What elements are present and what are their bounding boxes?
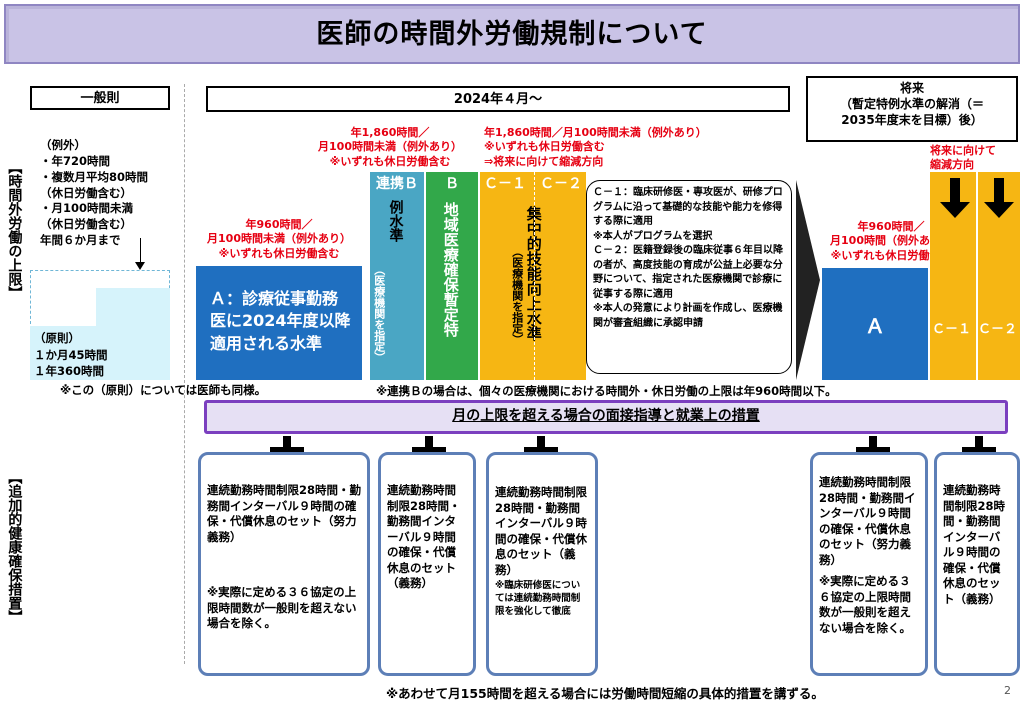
page-title: 医師の時間外労働規制について (316, 19, 708, 50)
general-bar-short (30, 326, 96, 380)
card-c: 連続勤務時間制限28時間・勤務間インターバル９時間の確保・代償休息のセット（義務… (486, 452, 598, 676)
title-bar: 医師の時間外労働規制について (4, 4, 1020, 64)
future-header: 将来 （暫定特例水準の解消（＝ 2035年度末を目標）後） (806, 76, 1018, 142)
general-bar-tall (96, 288, 170, 380)
card-future-c: 連続勤務時間制限28時間・勤務間インターバル９時間の確保・代償休息のセット（義務… (934, 452, 1020, 676)
card-b: 連続勤務時間制限28時間・勤務間インターバル９時間の確保・代償休息のセット（義務… (378, 452, 476, 676)
card-a-note: ※実際に定める３６協定の上限時間数が一般則を超えない場合を除く。 (207, 585, 357, 631)
transition-arrow-icon (796, 180, 820, 380)
principle-text: （原則） １か月45時間 １年360時間 (34, 331, 108, 379)
a-limit-text: 年960時間／ 月100時間未満（例外あり） ※いずれも休日労働含む (207, 218, 351, 260)
renkei-b-sub: （医療機関を指定） (372, 264, 386, 363)
b-vertical: 地域医療確保暫定特 (441, 202, 460, 337)
c-vertical: 集中的技能向上水準 (524, 206, 543, 341)
plus-icon (856, 436, 890, 466)
page-number: 2 (1004, 684, 1011, 697)
down-arrow-icon (984, 202, 1014, 218)
down-arrow-2-shaft (994, 178, 1004, 202)
interview-measures-bar: 月の上限を超える場合の面接指導と就業上の措置 (204, 400, 1008, 434)
plus-icon (270, 436, 304, 466)
b-box: Ｂ 地域医療確保暫定特 (426, 172, 478, 380)
upper-limit-label: 【時間外労働の上限】 (6, 160, 23, 300)
future-reduce-text: 将来に向けて 縮減方向 (930, 144, 996, 172)
c-divider (534, 172, 535, 380)
bottom-note: ※あわせて月155時間を超える場合には労働時間短縮の具体的措置を講ずる。 (386, 686, 824, 701)
future-a-limit: 年960時間／ 月100時間（例外あり） ※いずれも休日労働含む (830, 220, 952, 262)
period-2024-header: 2024年４月～ (206, 86, 790, 112)
additional-measures-label: 【追加的健康確保措置】 (6, 470, 23, 624)
card-future-a: 連続勤務時間制限28時間・勤務間インターバル９時間の確保・代償休息のセット（努力… (810, 452, 928, 676)
card-c-note: ※臨床研修医については連続勤務時間制限を強化して徹底 (495, 580, 581, 617)
card-a: 連続勤務時間制限28時間・勤務間インターバル９時間の確保・代償休息のセット（努力… (198, 452, 370, 676)
plus-icon (524, 436, 558, 466)
card-b-text: 連続勤務時間制限28時間・勤務間インターバル９時間の確保・代償休息のセット（義務… (387, 483, 461, 591)
card-future-c-text: 連続勤務時間制限28時間・勤務間インターバル９時間の確保・代償休息のセット（義務… (943, 483, 1006, 606)
renkei-note: ※連携Ｂの場合は、個々の医療機関における時間外・休日労働の上限は年960時間以下… (376, 384, 837, 398)
b-label: Ｂ (445, 176, 459, 192)
general-rule-header: 一般則 (30, 86, 170, 110)
arrow-line (140, 238, 141, 268)
c-box: Ｃ－１ Ｃ－２ 集中的技能向上水準 （医療機関を指定） (480, 172, 586, 380)
principle-note: ※この（原則）については医師も同様。 (60, 383, 267, 397)
renkei-b-vertical: 例水準 (387, 200, 404, 242)
renkei-b-label: 連携Ｂ (376, 176, 418, 192)
plus-icon (962, 436, 996, 466)
plus-icon (412, 436, 446, 466)
c-sub: （医療機関を指定） (510, 246, 524, 345)
down-arrow-1-shaft (950, 178, 960, 202)
renkei-b-box: 連携Ｂ 例水準 （医療機関を指定） (370, 172, 424, 380)
arrow-down-icon (135, 262, 145, 270)
future-c1-label: Ｃ－１ (932, 322, 972, 337)
c1-label: Ｃ－１ (484, 176, 526, 192)
card-c-text: 連続勤務時間制限28時間・勤務間インターバル９時間の確保・代償休息のセット（義務… (495, 485, 587, 577)
c-limit-text: 年1,860時間／月100時間未満（例外あり） ※いずれも休日労働含む ⇒将来に… (484, 126, 707, 168)
a-level-box: Ａ：診療従事勤務医に2024年度以降適用される水準 (196, 266, 362, 380)
divider (184, 84, 185, 664)
exceptions-text: （例外） ・年720時間 ・複数月平均80時間 （休日労働含む） ・月100時間… (40, 138, 149, 248)
card-a-text: 連続勤務時間制限28時間・勤務間インターバル９時間の確保・代償休息のセット（努力… (207, 483, 362, 544)
future-a-box: Ａ (822, 268, 928, 380)
b-limit-text: 年1,860時間／ 月100時間未満（例外あり） ※いずれも休日労働含む (318, 126, 462, 168)
down-arrow-icon (940, 202, 970, 218)
c2-label: Ｃ－２ (540, 176, 582, 192)
card-future-a-text: 連続勤務時間制限28時間・勤務間インターバル９時間の確保・代償休息のセット（努力… (819, 475, 916, 567)
c-explanation: Ｃ－１：臨床研修医・専攻医が、研修プログラムに沿って基礎的な技能や能力を修得する… (586, 180, 792, 374)
card-future-a-note: ※実際に定める３６協定の上限時間数が一般則を超えない場合を除く。 (819, 574, 911, 635)
future-c2-label: Ｃ－２ (978, 322, 1018, 337)
